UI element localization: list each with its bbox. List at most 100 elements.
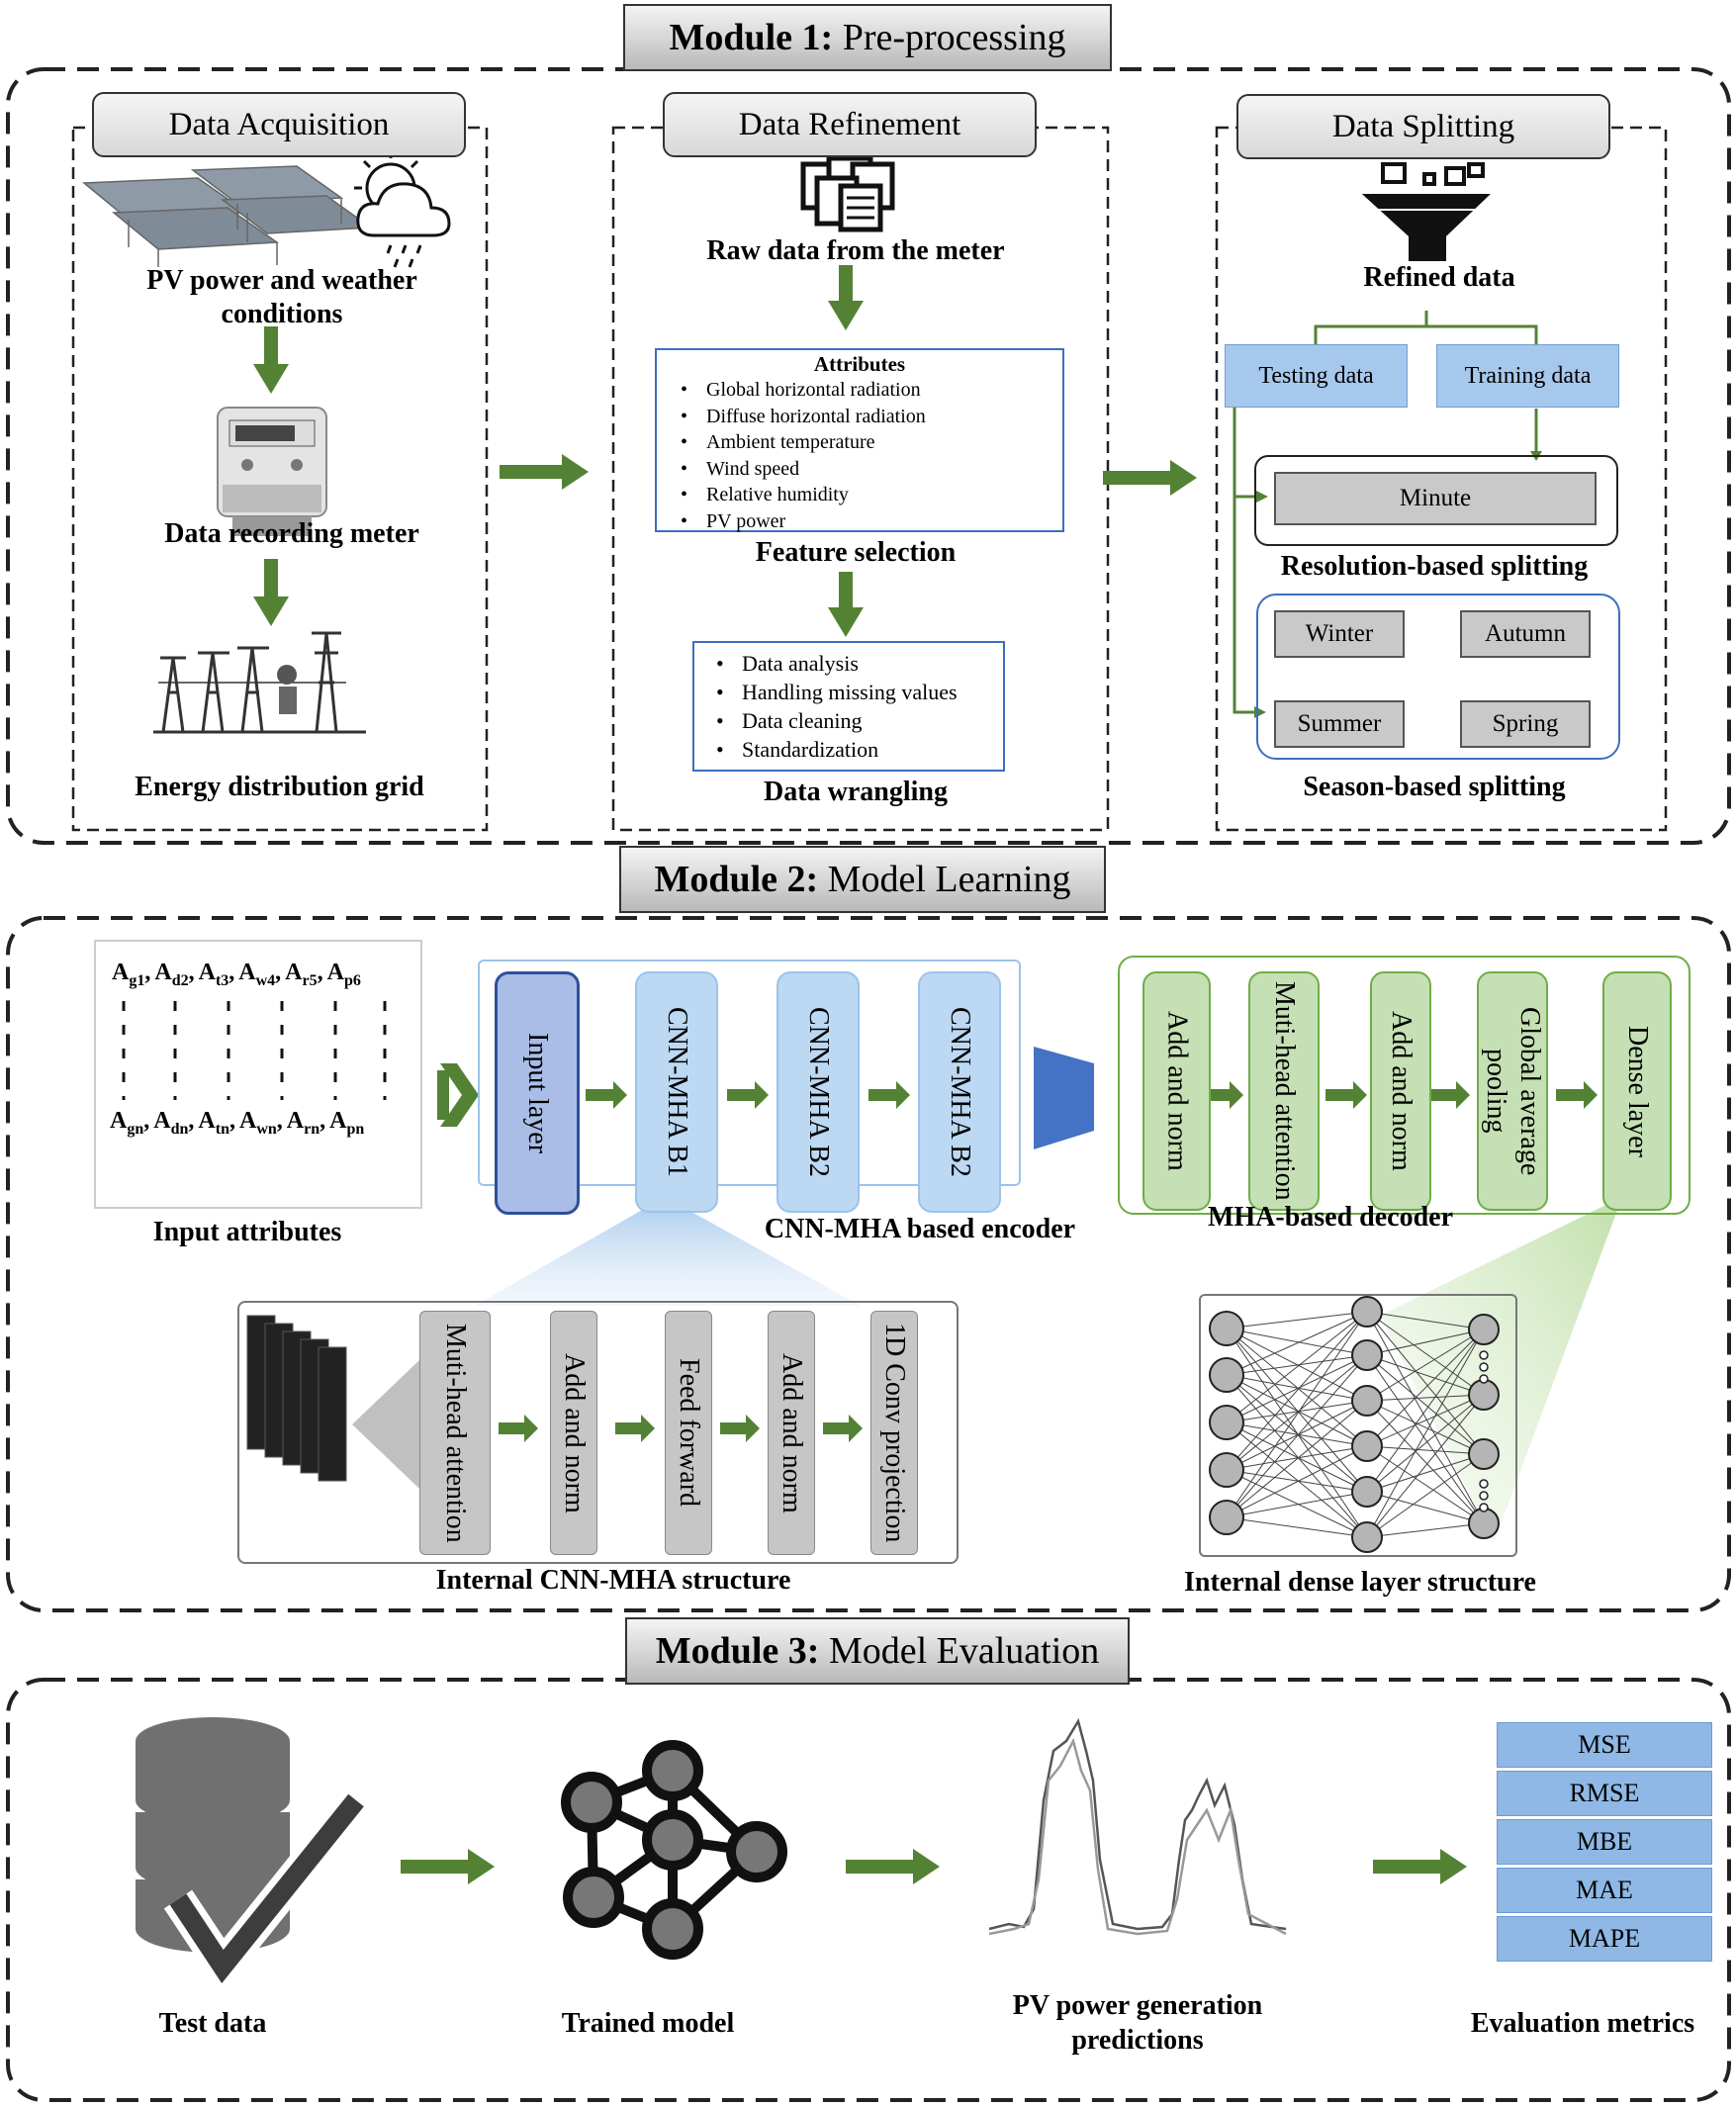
trained-model-caption: Trained model	[561, 2008, 735, 2039]
metric-mape: MAPE	[1497, 1916, 1712, 1962]
internal-cnn-caption: Internal CNN-MHA structure	[435, 1565, 791, 1596]
season-autumn-label: Autumn	[1485, 620, 1566, 647]
decoder-mha-label: Muti-head attention	[1269, 981, 1300, 1201]
wrangling-list: Data analysisHandling missing valuesData…	[694, 649, 1003, 764]
module2-frame	[6, 916, 1731, 1612]
neuron	[1468, 1314, 1500, 1345]
decoder-dense-label: Dense layer	[1622, 1025, 1653, 1157]
input-bottom-row: Agn,Adn,Atn,Awn,Arn,Apn	[110, 1108, 368, 1139]
neuron	[1209, 1357, 1244, 1393]
neuron	[1209, 1452, 1244, 1488]
meter-caption: Data recording meter	[164, 518, 419, 549]
module3-title-bold: Module 3:	[655, 1630, 820, 1672]
module1-title-rest: Pre-processing	[833, 17, 1066, 58]
decoder-add-norm-1: Add and norm	[1142, 971, 1211, 1211]
splitting-frame	[1215, 126, 1668, 832]
energy-grid-icon	[153, 631, 366, 734]
attributes-box: Attributes Global horizontal radiationDi…	[655, 348, 1064, 534]
neuron	[1351, 1430, 1383, 1462]
neuron	[1351, 1521, 1383, 1553]
encoder-input-layer: Input layer	[495, 971, 580, 1215]
dense-zoom-cone	[1380, 1197, 1622, 1543]
season-summer: Summer	[1274, 700, 1405, 748]
ellipsis-dot	[1479, 1374, 1489, 1384]
attribute-symbol: At3,	[198, 960, 235, 989]
solar-panels-icon	[82, 165, 374, 267]
metric-mse: MSE	[1497, 1722, 1712, 1768]
neuron	[1209, 1311, 1244, 1346]
season-winter: Winter	[1274, 610, 1405, 658]
wrangling-item: Standardization	[716, 735, 1003, 764]
decoder-add-norm-2-label: Add and norm	[1386, 1011, 1416, 1171]
metric-mae: MAE	[1497, 1868, 1712, 1913]
raw-data-caption: Raw data from the meter	[706, 235, 1005, 266]
resolution-box	[1254, 455, 1618, 546]
attribute-symbol: Apn	[329, 1108, 365, 1138]
splitting-heading: Data Splitting	[1236, 94, 1610, 159]
internal-add-norm-1-label: Add and norm	[559, 1352, 590, 1513]
prediction-plot-icon	[988, 1717, 1287, 1936]
training-data-label: Training data	[1464, 363, 1592, 389]
refined-data-caption: Refined data	[1363, 262, 1515, 293]
season-spring-label: Spring	[1492, 710, 1559, 737]
decoder-dense: Dense layer	[1602, 971, 1672, 1211]
input-dots	[122, 1001, 387, 1100]
module3-arrows	[401, 1849, 1467, 1884]
internal-feed-forward-label: Feed forward	[674, 1358, 704, 1508]
encoder-block-b3: CNN-MHA B2	[918, 971, 1001, 1213]
wrangling-item: Handling missing values	[716, 678, 1003, 706]
database-check-icon	[136, 1717, 370, 1995]
pv-weather-caption: PV power and weather conditions	[99, 264, 465, 331]
test-data-caption: Test data	[158, 2008, 267, 2039]
minute-label: Minute	[1399, 485, 1472, 511]
neuron	[1351, 1296, 1383, 1328]
data-wrangling-caption: Data wrangling	[764, 777, 948, 807]
season-autumn: Autumn	[1460, 610, 1591, 658]
ellipsis-dot	[1479, 1503, 1489, 1512]
trained-model-icon	[561, 1740, 787, 1960]
attribute-symbol: Adn,	[153, 1108, 195, 1138]
acquisition-heading: Data Acquisition	[92, 92, 466, 157]
refinement-arrows	[828, 265, 864, 637]
neuron	[1351, 1476, 1383, 1508]
training-data-box: Training data	[1436, 344, 1619, 408]
attribute-symbol: Agn,	[110, 1108, 150, 1138]
attribute-symbol: Ag1,	[112, 960, 151, 989]
module2-title-bold: Module 2:	[654, 859, 819, 900]
attribute-symbol: Atn,	[198, 1108, 235, 1138]
internal-cnn-box	[237, 1301, 959, 1564]
decoder-gap-label: Global average pooling	[1481, 1006, 1545, 1176]
attributes-title: Attributes	[813, 352, 906, 376]
metric-rmse: RMSE	[1497, 1771, 1712, 1816]
minute-box: Minute	[1274, 472, 1597, 525]
module2-title-rest: Model Learning	[818, 859, 1071, 900]
internal-feed-forward: Feed forward	[665, 1311, 712, 1555]
encoder-decoder-bridge	[1034, 1047, 1094, 1149]
attribute-symbol: Ar5,	[285, 960, 323, 989]
metric-mbe: MBE	[1497, 1819, 1712, 1865]
cnn-stack-icon	[246, 1315, 347, 1482]
encoder-block-b3-label: CNN-MHA B2	[945, 1007, 975, 1177]
season-winter-label: Winter	[1305, 620, 1374, 647]
encoder-zoom-cone	[475, 1197, 861, 1306]
prediction-caption-text: PV power generation predictions	[1012, 1990, 1263, 2056]
attribute-item: Wind speed	[681, 456, 1062, 483]
wrangling-box: Data analysisHandling missing valuesData…	[692, 641, 1005, 772]
neuron	[1209, 1500, 1244, 1535]
decoder-mha: Muti-head attention	[1248, 971, 1320, 1211]
feature-selection-caption: Feature selection	[755, 537, 957, 568]
split-connectors	[1233, 311, 1538, 714]
prediction-caption: PV power generation predictions	[984, 1988, 1291, 2058]
module1-title-bold: Module 1:	[669, 17, 834, 58]
module2-title: Module 2: Model Learning	[619, 846, 1106, 913]
ellipsis-dot	[1479, 1362, 1489, 1372]
internal-mha-label: Muti-head attention	[440, 1323, 471, 1543]
encoder-box	[478, 960, 1021, 1186]
season-box	[1256, 594, 1620, 760]
attribute-symbol: Ad2,	[154, 960, 195, 989]
resolution-caption: Resolution-based splitting	[1280, 551, 1589, 582]
grid-caption: Energy distribution grid	[135, 772, 424, 802]
decoder-gap: Global average pooling	[1477, 971, 1548, 1211]
decoder-box	[1118, 956, 1690, 1215]
internal-conv-projection-label: 1D Conv projection	[879, 1323, 910, 1543]
